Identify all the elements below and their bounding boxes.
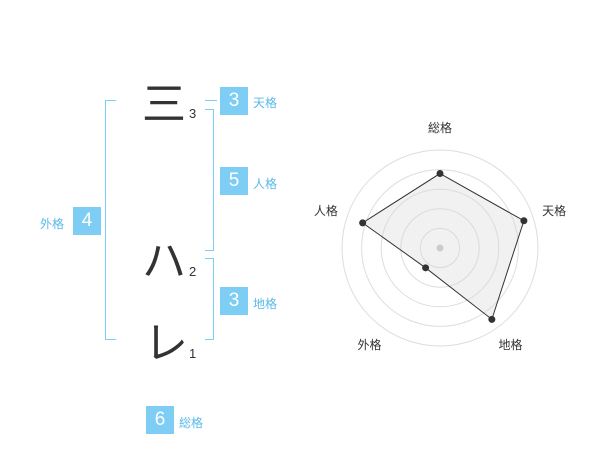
name-char-2: ハ (142, 236, 186, 287)
jinkaku-label: 人格 (253, 177, 278, 191)
tenkaku-connector (205, 100, 217, 101)
radar-ring (361, 169, 519, 327)
stroke-count-2: 2 (189, 264, 197, 279)
radar-ring (341, 149, 539, 347)
chikaku-value-box: 3 (220, 287, 248, 315)
radar-point-0 (436, 170, 444, 178)
gaikaku-bracket (105, 100, 116, 340)
radar-axis-label-1: 天格 (542, 203, 566, 218)
radar-axis-label-4: 人格 (314, 203, 338, 218)
name-char-1: 三 (142, 79, 186, 130)
soukaku-value-box: 6 (146, 406, 174, 434)
chikaku-label: 地格 (253, 297, 278, 311)
radar-point-1 (520, 217, 528, 225)
gaikaku-label: 外格 (40, 217, 65, 231)
radar-axis-label-0: 総格 (428, 120, 452, 135)
radar-axis-label-3: 外格 (357, 337, 381, 352)
radar-ring (400, 208, 480, 288)
name-char-3: レ (144, 318, 188, 369)
jinkaku-bracket (205, 109, 214, 251)
jinkaku-value-box: 5 (220, 167, 248, 195)
gaikaku-value-box: 4 (73, 207, 101, 235)
radar-ring (419, 227, 461, 269)
radar-point-2 (488, 315, 496, 323)
stroke-count-3: 1 (189, 346, 197, 361)
chikaku-bracket (205, 258, 214, 340)
radar-center (436, 244, 444, 252)
radar-point-3 (422, 264, 430, 272)
radar-ring (380, 188, 500, 308)
radar-axis-label-2: 地格 (499, 337, 523, 352)
tenkaku-value-box: 3 (220, 87, 248, 115)
soukaku-label: 総格 (179, 416, 204, 430)
tenkaku-label: 天格 (253, 96, 278, 110)
radar-polygon (361, 172, 525, 321)
stroke-count-1: 3 (189, 106, 197, 121)
radar-point-4 (359, 219, 367, 227)
